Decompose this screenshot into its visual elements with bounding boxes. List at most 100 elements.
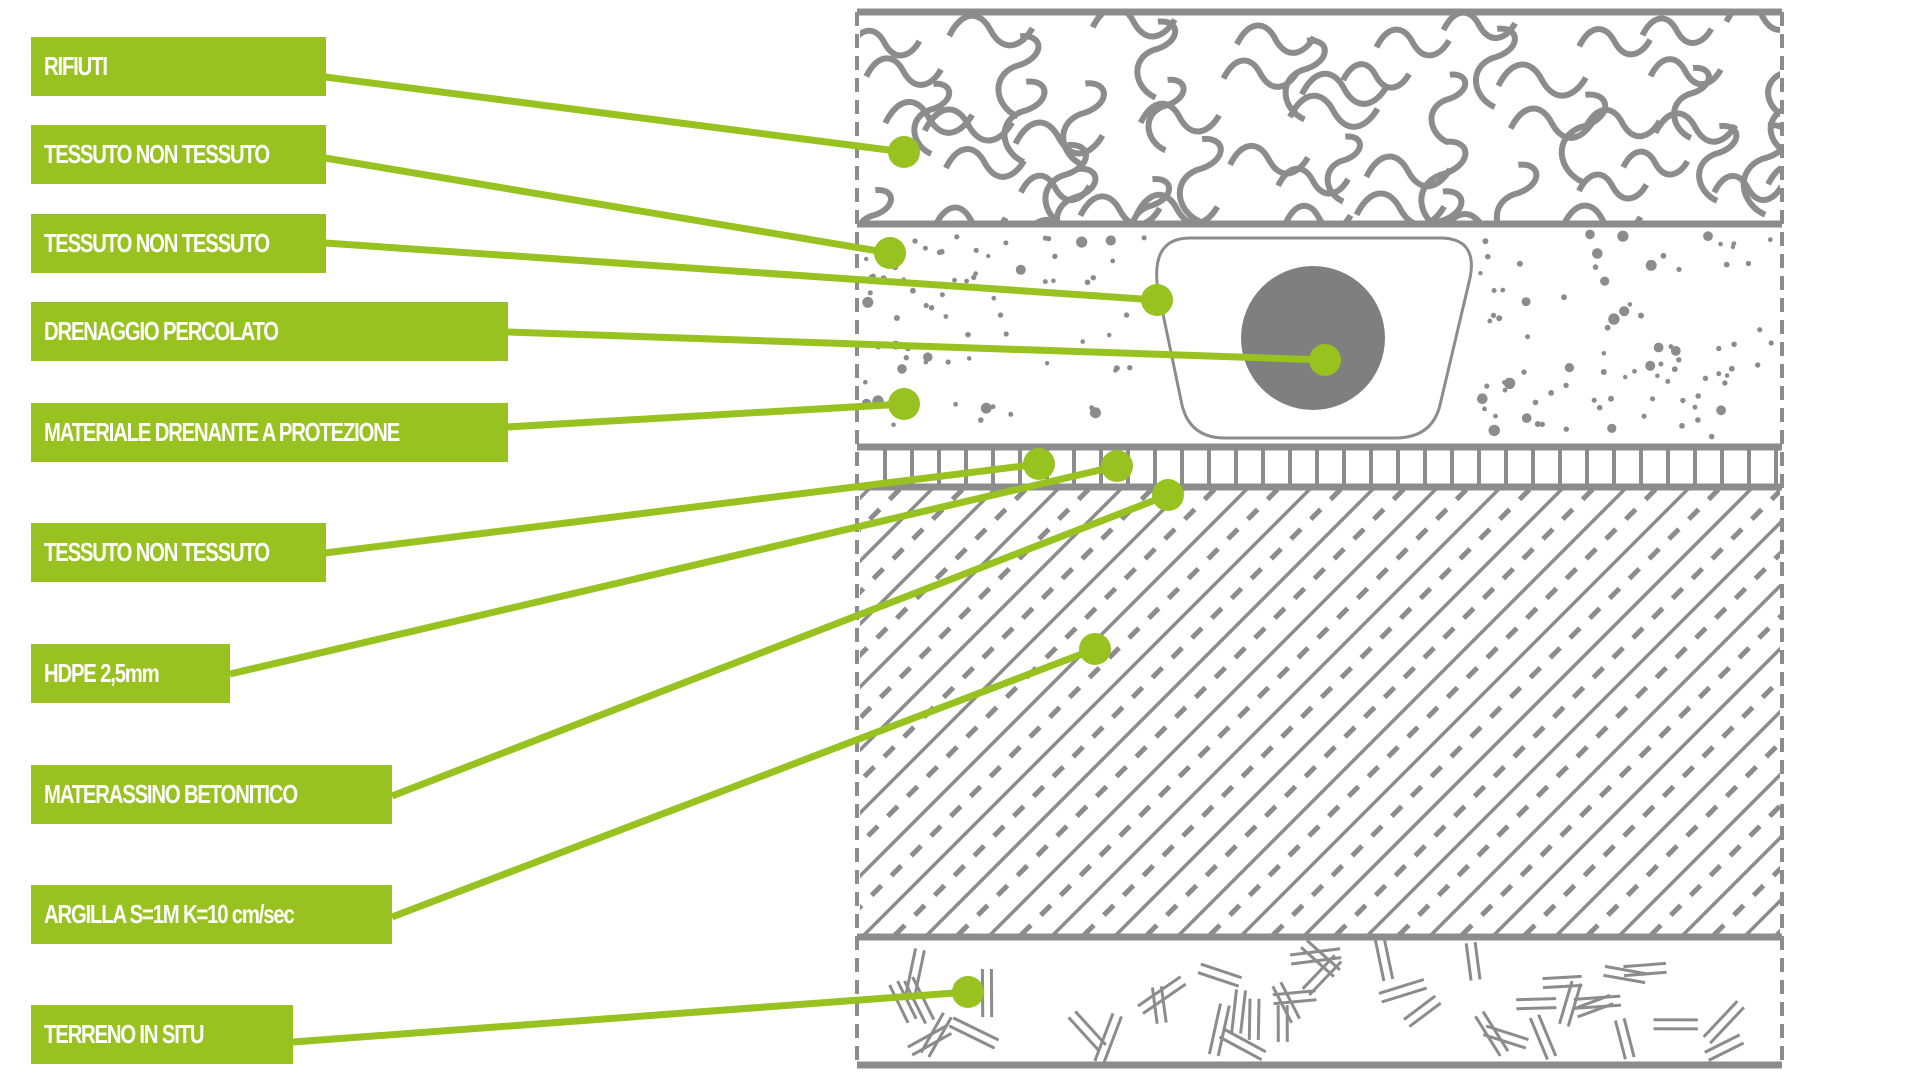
- waste-fiber: [1723, 14, 1780, 33]
- waste-fiber: [1472, 25, 1518, 110]
- waste-fiber: [1711, 173, 1780, 203]
- label-terreno-in-situ: TERRENO IN SITU: [31, 1005, 293, 1064]
- soil-mark: [1623, 970, 1667, 978]
- gravel-dot: [1716, 345, 1722, 352]
- gravel-dot: [966, 356, 972, 361]
- waste-fiber: [1765, 165, 1780, 186]
- gravel-dot: [1676, 266, 1682, 272]
- waste-fiber: [882, 99, 975, 136]
- gravel-dot: [1600, 276, 1610, 286]
- clay-hatch-solid: [1303, 489, 1754, 935]
- soil-mark: [1708, 1041, 1745, 1062]
- gravel-dot: [1585, 229, 1595, 240]
- gravel-dot: [1645, 259, 1657, 271]
- soil-mark: [1200, 962, 1243, 980]
- gravel-dot: [1632, 368, 1637, 374]
- clay-hatch-solid: [1681, 835, 1780, 935]
- gravel-dot: [980, 402, 992, 414]
- gravel-dot: [1755, 362, 1761, 368]
- gravel-dot: [1485, 253, 1491, 260]
- waste-fiber: [1353, 190, 1447, 223]
- waste-fiber: [1493, 161, 1540, 223]
- gravel-dot: [893, 315, 900, 321]
- label-argilla: ARGILLA S=1M K=10 cm/sec: [31, 885, 392, 944]
- leader-dot: [1141, 284, 1173, 316]
- gravel-dot: [1718, 241, 1723, 247]
- gravel-dot: [1487, 318, 1493, 324]
- gravel-dot: [1680, 397, 1686, 404]
- gravel-dot: [1716, 371, 1722, 377]
- clay-hatch-solid: [860, 489, 1124, 753]
- waste-fiber: [1134, 18, 1179, 101]
- gravel-dot: [867, 290, 873, 296]
- gravel-dot: [1665, 378, 1671, 384]
- gravel-dot: [1645, 360, 1656, 371]
- soil-mark: [1542, 983, 1583, 990]
- soil-mark: [1464, 943, 1473, 981]
- waste-fiber: [1042, 142, 1089, 223]
- gravel-dot: [1491, 288, 1497, 293]
- gravel-dot: [1113, 365, 1120, 372]
- leader-dot: [1309, 344, 1341, 376]
- waste-fiber: [1283, 202, 1354, 223]
- waste-fiber: [1497, 236, 1536, 315]
- waste-fiber: [1418, 138, 1469, 223]
- gravel-dot: [1650, 396, 1656, 402]
- gravel-dot: [1702, 375, 1709, 381]
- waste-fiber: [1428, 71, 1469, 146]
- soil-mark: [1137, 975, 1182, 1008]
- waste-fiber: [943, 146, 1027, 180]
- label-text: HDPE 2,5mm: [44, 658, 160, 688]
- gravel-dot: [943, 314, 949, 319]
- gravel-dot: [923, 302, 929, 309]
- gravel-dot: [1676, 357, 1682, 363]
- label-text: TESSUTO NON TESSUTO: [44, 228, 270, 258]
- gravel-dot: [1488, 424, 1500, 437]
- clay-hatch-dashed: [1712, 865, 1780, 935]
- clay-hatch-solid: [1177, 489, 1628, 935]
- waste-fiber: [1576, 171, 1650, 202]
- gravel-dot: [1617, 230, 1629, 242]
- gravel-dot: [1619, 306, 1630, 317]
- layer-boundaries: [857, 8, 1782, 1069]
- gravel-dot: [1600, 369, 1607, 375]
- soil-mark: [1308, 960, 1343, 997]
- gravel-dot: [1525, 334, 1531, 340]
- label-hdpe: HDPE 2,5mm: [31, 644, 230, 703]
- gravel-dot: [938, 248, 945, 255]
- gravel-dot: [1521, 297, 1531, 307]
- gravel-dot: [991, 295, 997, 301]
- gravel-dot: [1722, 380, 1728, 386]
- waste-fiber: [1137, 100, 1222, 135]
- waste-fiber: [1765, 71, 1780, 117]
- gravel-dot: [1042, 279, 1048, 285]
- clay-hatch-dashed: [1649, 802, 1780, 935]
- soil-mark: [1373, 940, 1386, 982]
- soil-mark: [1574, 1003, 1622, 1010]
- clay-hatch-solid: [1429, 583, 1780, 935]
- gravel-dot: [1502, 387, 1508, 393]
- soil-mark: [1223, 1027, 1267, 1054]
- gravel-dot: [1482, 406, 1487, 412]
- leader-line: [324, 460, 1040, 557]
- waste-fiber: [1767, 108, 1780, 152]
- gravel-dot: [1730, 244, 1736, 250]
- gravel-dot: [1767, 237, 1773, 243]
- gravel-dot: [1724, 373, 1730, 378]
- leader-dot: [952, 976, 984, 1008]
- gravel-dot: [1641, 413, 1647, 419]
- soil-mark: [1301, 954, 1336, 990]
- clay-hatch-solid: [1240, 489, 1691, 935]
- clay-hatch-solid: [1492, 646, 1780, 935]
- clay-hatch-dashed: [391, 395, 931, 935]
- gravel-dot: [1532, 399, 1539, 406]
- waste-fiber: [1299, 70, 1390, 107]
- gravel-dot: [1653, 342, 1664, 353]
- gravel-dot: [1601, 351, 1607, 356]
- label-text: DRENAGGIO PERCOLATO: [44, 316, 279, 346]
- soil-mark: [1300, 946, 1335, 978]
- gravel-dot: [1044, 361, 1050, 366]
- gravel-dot: [1015, 264, 1026, 275]
- soil-mark: [1542, 974, 1582, 981]
- clay-hatch-solid: [860, 489, 1187, 816]
